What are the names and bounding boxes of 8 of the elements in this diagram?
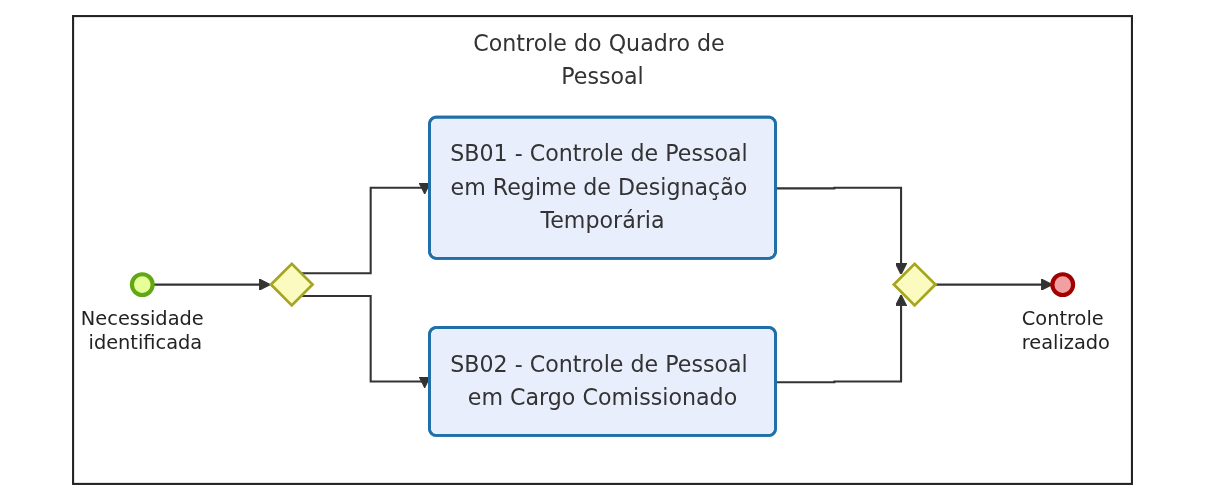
node-circle — [129, 272, 155, 298]
node-diamond — [891, 261, 938, 308]
node-diamond — [269, 261, 315, 308]
arrow — [776, 294, 908, 384]
event-label: Controle realizado — [1021, 307, 1110, 354]
node-circle — [1050, 272, 1076, 298]
event-label: Necessidade identificada — [80, 307, 204, 354]
arrow — [776, 186, 908, 275]
